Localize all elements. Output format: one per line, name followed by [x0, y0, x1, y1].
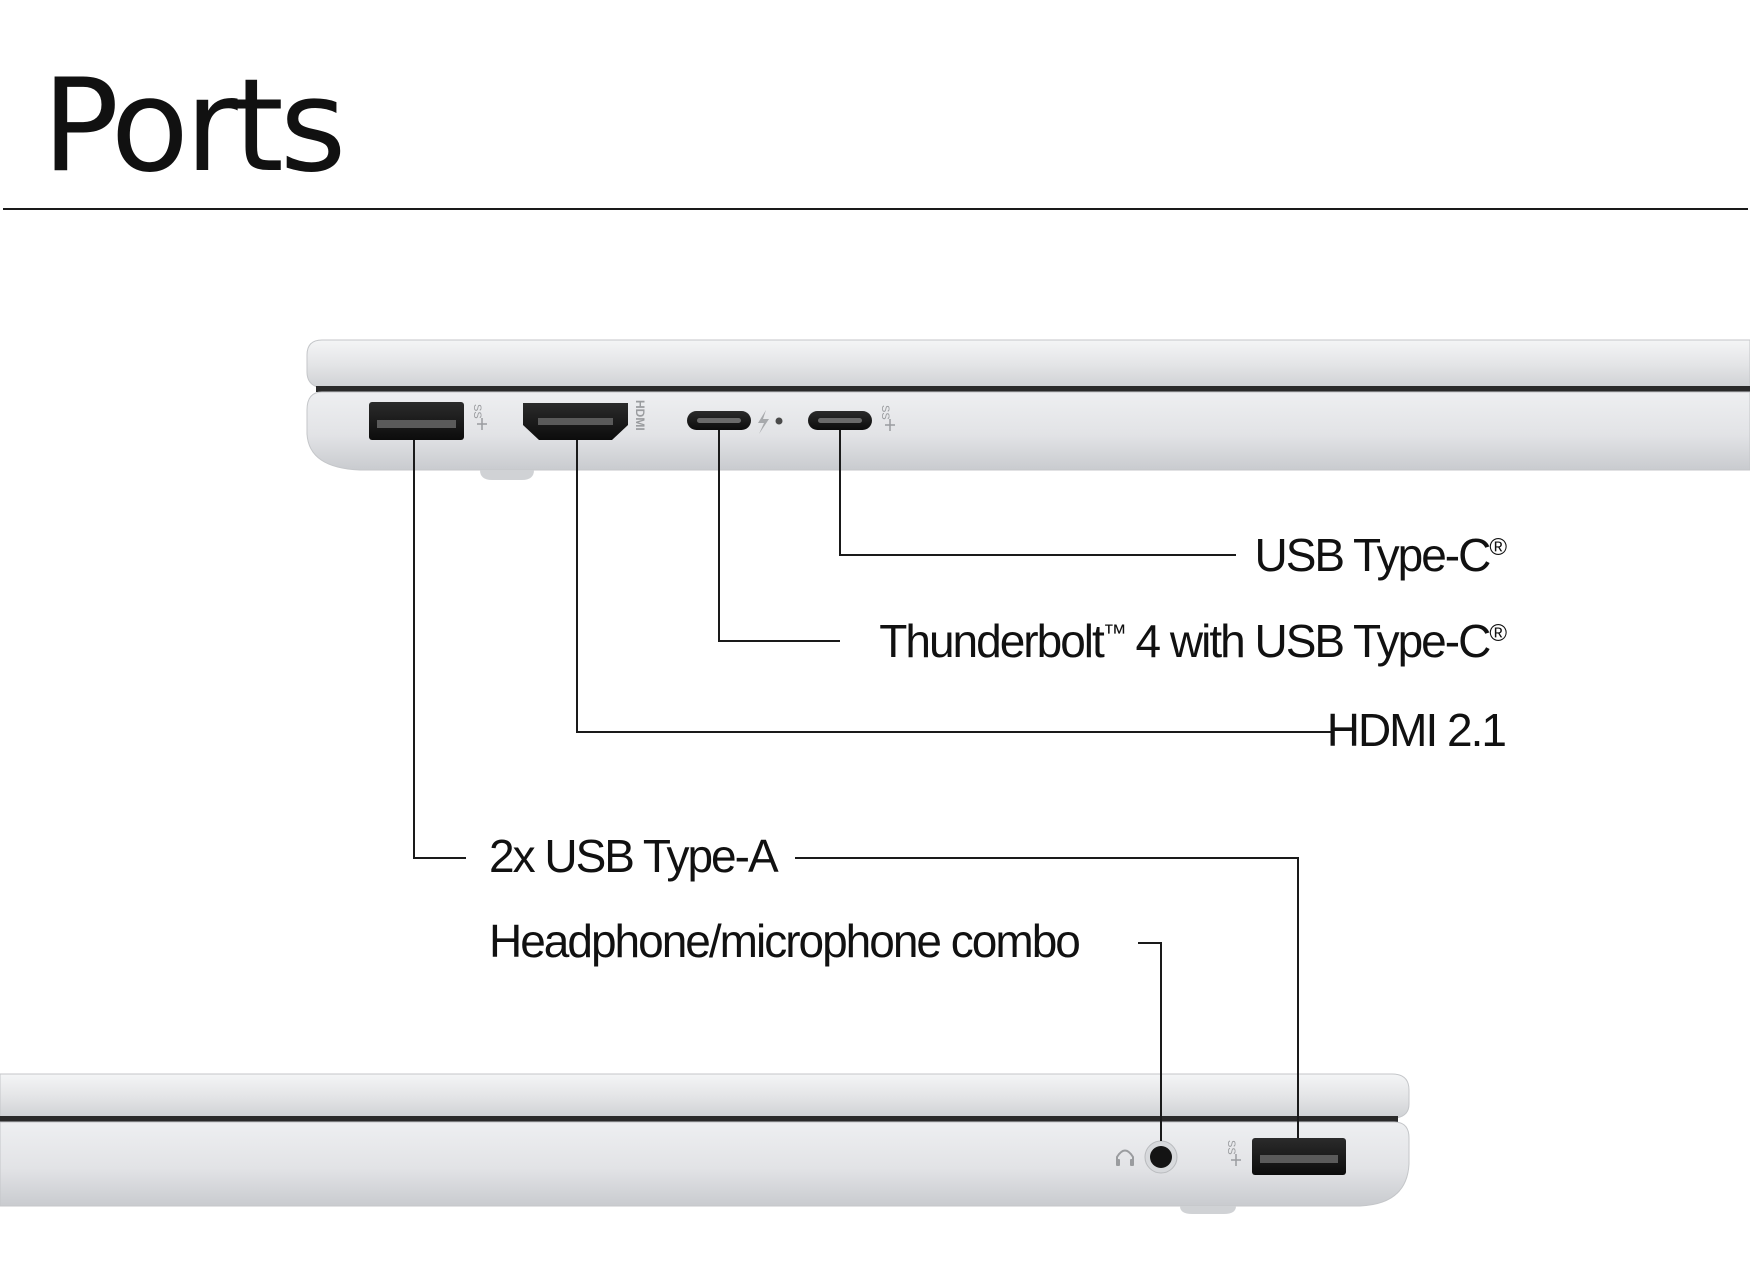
laptop-left-gap	[316, 386, 1750, 392]
headphone-jack-hole	[1150, 1146, 1172, 1168]
usb-symbol-icon: SS	[1225, 1140, 1241, 1166]
usb-c-port-tongue	[818, 418, 862, 423]
laptop-right-foot	[1180, 1206, 1236, 1214]
laptop-right-base	[0, 1121, 1410, 1207]
label-thunderbolt: Thunderbolt™ 4 with USB Type-C®	[879, 615, 1507, 667]
label-usb-a: 2x USB Type-A	[489, 830, 779, 882]
thunderbolt-port-tongue	[697, 418, 741, 423]
leader-thunderbolt	[718, 430, 840, 642]
page-title: Ports	[42, 52, 342, 201]
hdmi-port-tongue	[538, 418, 613, 425]
laptop-left-side: SS HDMI SS	[306, 339, 1750, 480]
leader-usb-a-left	[413, 440, 466, 859]
laptop-right-gap	[0, 1116, 1398, 1122]
usb-a-port-right-tongue	[1260, 1155, 1338, 1163]
laptop-left-base	[306, 391, 1750, 471]
usb-symbol-icon: SS	[879, 405, 895, 431]
label-headphone: Headphone/microphone combo	[489, 915, 1079, 967]
label-usb-c: USB Type-C®	[1255, 529, 1508, 581]
usb-symbol-icon: SS	[471, 404, 487, 430]
usb-a-right-ss-mark: SS	[1225, 1140, 1237, 1155]
leader-usb-a-right	[795, 857, 1299, 1138]
laptop-right-lid	[0, 1073, 1410, 1119]
headphone-icon	[1116, 1149, 1134, 1166]
leader-usb-c	[839, 430, 1236, 556]
label-hdmi: HDMI 2.1	[1327, 704, 1506, 756]
power-dot-icon	[775, 417, 783, 425]
hdmi-mark: HDMI	[633, 400, 647, 431]
leader-hdmi	[576, 440, 1331, 733]
lightning-bolt-icon	[758, 410, 769, 434]
usb-c-ss-mark: SS	[879, 405, 891, 420]
laptop-left-foot	[480, 470, 534, 480]
usb-a-port-left-tongue	[377, 420, 456, 428]
leader-headphone	[1138, 942, 1162, 1141]
laptop-right-side: SS	[0, 1073, 1410, 1214]
laptop-left-lid	[306, 339, 1750, 389]
usb-a-left-ss-mark: SS	[471, 404, 483, 419]
